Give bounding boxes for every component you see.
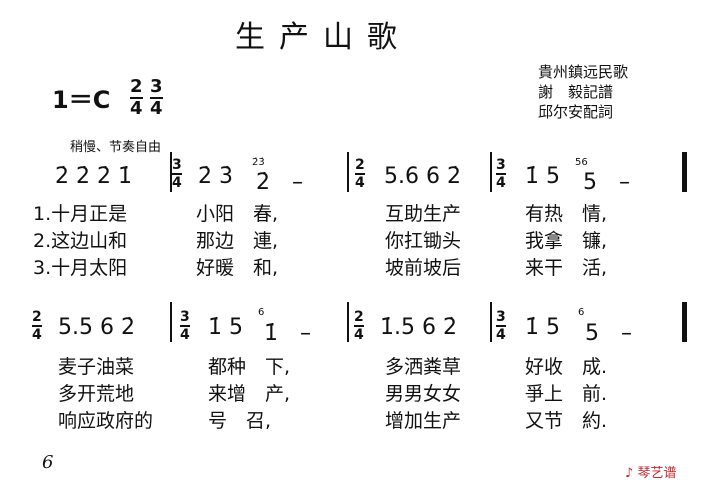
barline: [490, 302, 492, 342]
lyric-s2-v2-a: 多开荒地: [58, 383, 135, 405]
final-barline: [682, 152, 687, 192]
tempo-marking: 稍慢、节奏自由: [70, 140, 162, 155]
lyric-s2-v3-c: 增加生产: [385, 410, 462, 432]
time-sig-denominator: 4: [130, 98, 143, 119]
s2-measure-4-tail: 5 –: [585, 321, 632, 346]
barline: [347, 152, 349, 192]
s2-measure-1-notes: 5.5 6 2̇: [58, 315, 135, 340]
final-barline: [682, 302, 687, 342]
measure-4-notes: 1̇ 5: [525, 164, 560, 189]
s2-measure-2-grace: 6: [258, 307, 265, 318]
credit-lyricist: 邱尔安配詞: [538, 103, 614, 121]
key-signature: 1＝C: [52, 86, 111, 114]
lyric-s2-v2-c: 男男女女: [385, 383, 462, 405]
lyric-v2-a: 2.这边山和: [33, 230, 128, 252]
barline: [347, 302, 349, 342]
credit-origin: 貴州鎮远民歌: [538, 63, 629, 81]
lyric-v1-a: 1.十月正是: [33, 203, 128, 225]
header-time-sig-1: 2 4: [130, 78, 143, 118]
s2-measure-3-notes: 1̇.5 6 2̇: [380, 315, 457, 340]
time-sig-numerator: 3: [150, 76, 163, 97]
logo-text: 琴艺谱: [637, 466, 677, 481]
lyric-v3-d: 来干 活,: [525, 257, 608, 279]
barline: [490, 152, 492, 192]
lyric-v1-c: 互助生产: [385, 203, 462, 225]
lyric-s2-v3-a: 响应政府的: [58, 410, 154, 432]
credit-transcriber: 謝 毅記譜: [538, 83, 614, 101]
measure-2-grace: 2̇3̇: [252, 157, 265, 168]
lyric-v3-c: 坡前坡后: [385, 257, 462, 279]
header-time-sig-2: 3 4: [150, 78, 163, 118]
lyric-v2-c: 你扛锄头: [385, 230, 462, 252]
time-sig-numerator: 2: [130, 76, 143, 97]
lyric-s2-v3-b: 号 召,: [208, 410, 272, 432]
lyric-s2-v1-b: 都种 下,: [208, 356, 291, 378]
measure-3-notes: 5.6 6 2̇: [384, 164, 461, 189]
lyric-v1-d: 有热 情,: [525, 203, 608, 225]
page-number: 6: [42, 452, 54, 473]
measure-1-notes: 2̇ 2̇ 2̇ 1̇: [55, 164, 132, 189]
s2-measure-2-notes: 1̇ 5: [208, 315, 243, 340]
lyric-v1-b: 小阳 春,: [196, 203, 279, 225]
lyric-s2-v1-c: 多洒粪草: [385, 356, 462, 378]
measure-4-grace: 56: [575, 157, 588, 168]
song-title: 生产山歌: [235, 20, 411, 55]
lyric-s2-v1-d: 好收 成.: [525, 356, 608, 378]
music-logo-icon: ♪: [625, 466, 634, 481]
lyric-v3-a: 3.十月太阳: [33, 257, 128, 279]
s2-measure-4-notes: 1̇ 5: [525, 315, 560, 340]
lyric-v3-b: 好暖 和,: [196, 257, 279, 279]
s2-measure-4-grace: 6: [578, 307, 585, 318]
measure-4-tail: 5 –: [583, 170, 630, 195]
lyric-v2-b: 那边 連,: [196, 230, 279, 252]
measure-2-tail: 2̇ –: [256, 170, 303, 195]
lyric-v2-d: 我拿 镰,: [525, 230, 608, 252]
time-sig-denominator: 4: [150, 98, 163, 119]
lyric-s2-v2-d: 爭上 前.: [525, 383, 608, 405]
barline: [170, 302, 172, 342]
lyric-s2-v2-b: 来增 产,: [208, 383, 291, 405]
s2-measure-2-tail: 1̇ –: [264, 321, 311, 346]
watermark-logo: ♪ 琴艺谱: [625, 462, 676, 481]
measure-2-notes: 2̇ 3̇: [198, 164, 233, 189]
barline: [170, 152, 172, 192]
lyric-s2-v3-d: 又节 約.: [525, 410, 608, 432]
lyric-s2-v1-a: 麦子油菜: [58, 356, 135, 378]
